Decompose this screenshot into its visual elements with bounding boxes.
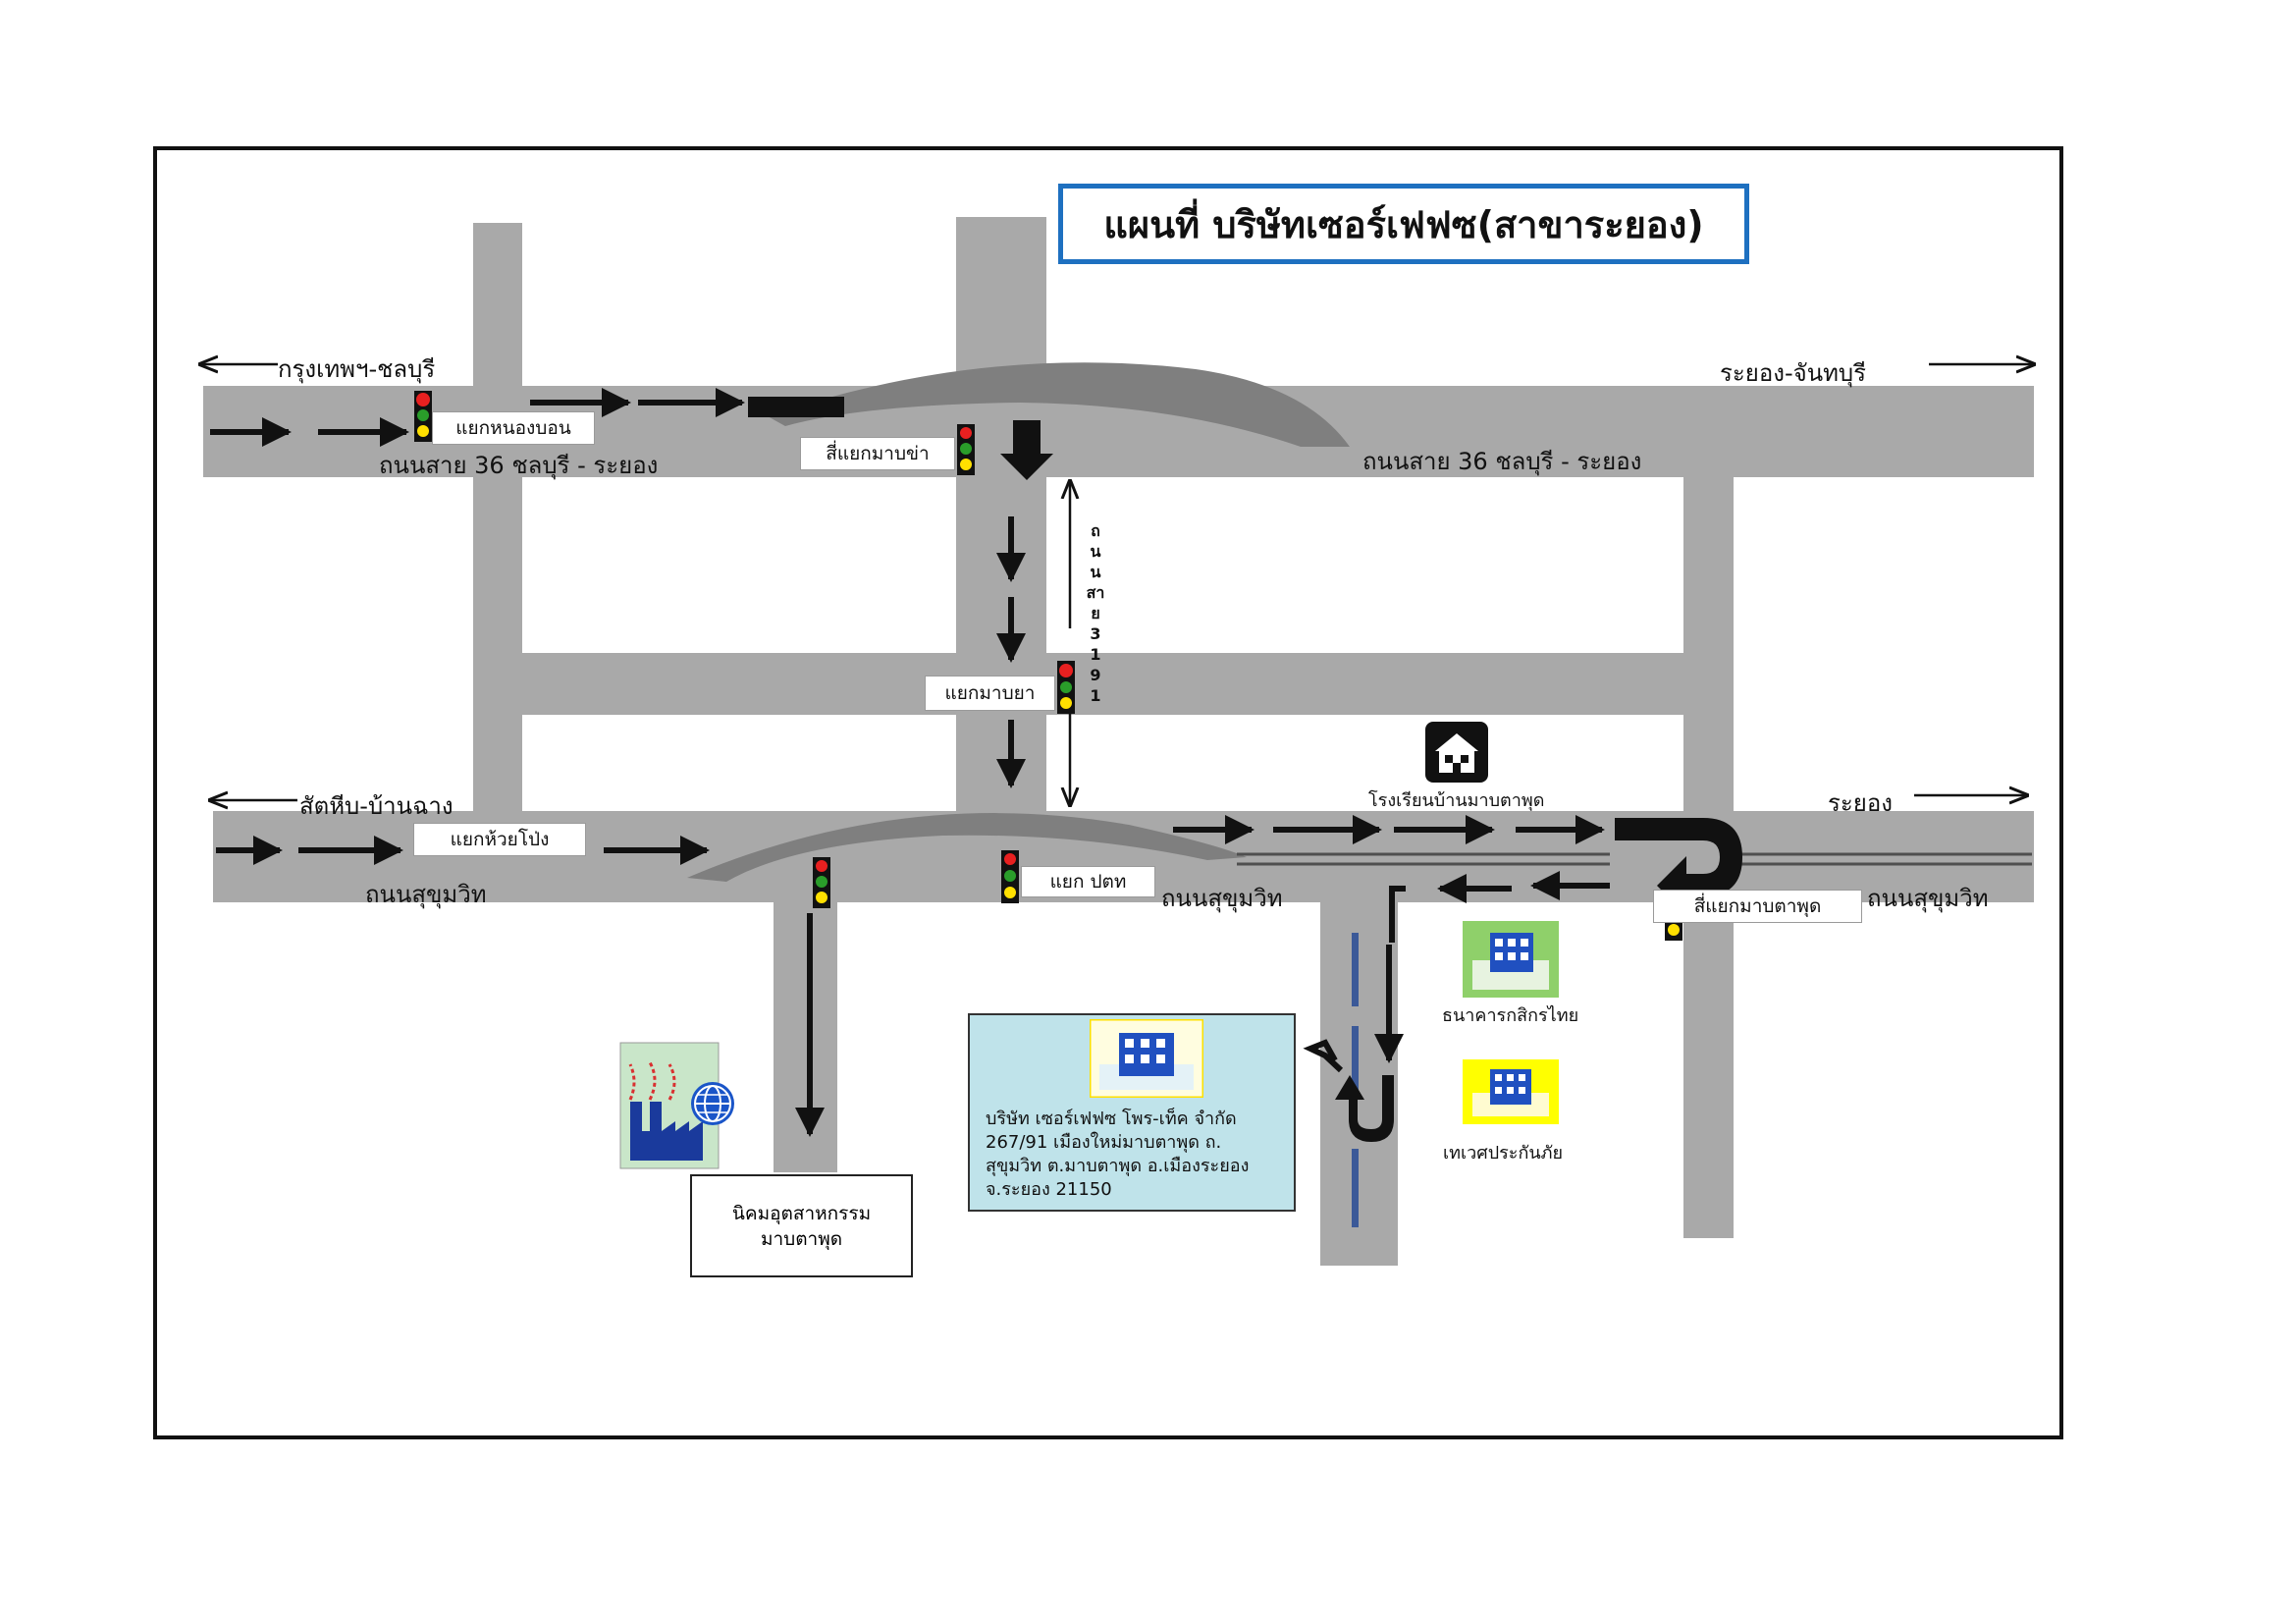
junction-label-map-kha: สี่แยกมาบข่า [800,437,955,470]
road-west-vertical [473,223,522,812]
company-address: บริษัท เซอร์เฟฟซ โพร-เท็ค จำกัด 267/91 เ… [986,1108,1249,1202]
overpass-sukhumvit [687,813,1247,882]
company-info-box: บริษัท เซอร์เฟฟซ โพร-เท็ค จำกัด 267/91 เ… [968,1013,1296,1212]
road-name-route36: ถนนสาย 36 ชลบุรี - ระยอง [1362,448,1642,475]
junction-label-map-ya: แยกมาบยา [925,676,1055,711]
building-icon [1090,1019,1203,1098]
company-address-line: จ.ระยอง 21150 [986,1179,1112,1200]
junction-label-map-ta-phut: สี่แยกมาบตาพุด [1653,890,1862,923]
map-title: แผนที่ บริษัทเซอร์เฟฟซ(สาขาระยอง) [1058,184,1749,264]
route-arrows [210,388,1610,1137]
company-address-line: 267/91 เมืองใหม่มาบตาพุด ถ. [986,1132,1222,1153]
overpass-route36 [768,362,1350,447]
landmark-label-school: โรงเรียนบ้านมาบตาพุด [1368,790,1545,811]
road-name-route3191: ถนนสาย3191 [1086,521,1105,705]
road-industrial-spur [774,902,837,1172]
building-icon [1463,1059,1559,1124]
direction-to-chanthaburi: ระยอง-จันทบุรี [1720,359,1867,387]
junction-label-nong-bon: แยกหนองบอน [432,411,595,445]
road-middle-connector [477,653,1684,715]
lane-markings [1237,852,2032,866]
road-name-sukhumvit: ถนนสุขุมวิท [1161,885,1283,912]
direction-to-bangkok: กรุงเทพฯ-ชลบุรี [278,355,436,383]
traffic-light-icon [1057,661,1075,714]
traffic-light-icon [414,391,432,442]
company-name: บริษัท เซอร์เฟฟซ โพร-เท็ค จำกัด [986,1109,1237,1129]
arrow-bar-route36 [748,397,844,417]
traffic-light-icon [1001,850,1019,903]
globe-icon [691,1082,734,1125]
landmark-label-bank: ธนาคารกสิกรไทย [1442,1005,1579,1026]
road-name-sukhumvit: ถนนสุขุมวิท [365,881,487,908]
traffic-light-icon [813,857,830,908]
industrial-estate-box: นิคมอุตสาหกรรมมาบตาพุด [690,1174,913,1277]
arrow-down-mapkha [1000,420,1053,480]
arrow-bend-sukhumvit-south [1389,886,1406,943]
school-icon [1425,722,1488,783]
direction-to-rayong: ระยอง [1828,789,1893,817]
landmark-label-insurance: เทเวศประกันภัย [1443,1143,1564,1164]
road-name-route36: ถนนสาย 36 ชลบุรี - ระยอง [379,452,659,479]
arrow-left-bend [1303,1039,1344,1073]
industrial-estate-label: นิคมอุตสาหกรรมมาบตาพุด [731,1202,872,1250]
traffic-light-icon [957,424,975,475]
median-markings [1352,933,1359,1227]
road-name-sukhumvit: ถนนสุขุมวิท [1867,885,1989,912]
junction-label-ptt: แยก ปตท [1021,866,1155,897]
company-address-line: สุขุมวิท ต.มาบตาพุด อ.เมืองระยอง [986,1156,1250,1176]
road-route3191 [956,217,1046,812]
building-icon [1463,921,1559,998]
u-turn-icon [1335,1075,1394,1142]
junction-label-huai-pong: แยกห้วยโป่ง [413,823,586,856]
direction-to-sattahip: สัตหีบ-บ้านฉาง [299,792,454,820]
